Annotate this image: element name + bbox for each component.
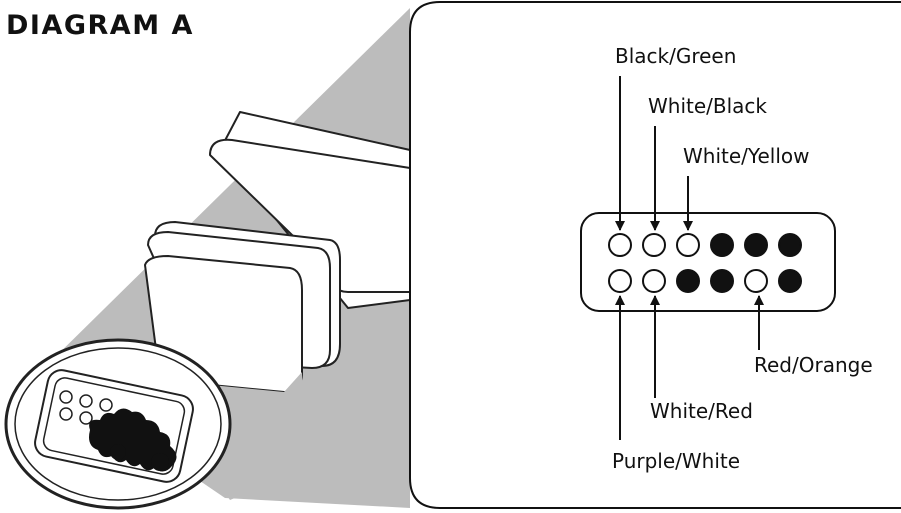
label-white-black: White/Black	[648, 94, 767, 118]
pin-filled	[778, 269, 802, 293]
pin-open	[608, 269, 632, 293]
pin-open	[744, 269, 768, 293]
pin-open	[608, 233, 632, 257]
connector-face-loupe	[4, 338, 232, 510]
pin-filled	[778, 233, 802, 257]
pin-open	[642, 269, 666, 293]
diagram-title: DIAGRAM A	[6, 10, 194, 41]
label-red-orange: Red/Orange	[754, 353, 873, 377]
label-white-red: White/Red	[650, 399, 753, 423]
label-black-green: Black/Green	[615, 44, 736, 68]
pin-filled	[710, 269, 734, 293]
pin-filled	[710, 233, 734, 257]
label-white-yellow: White/Yellow	[683, 144, 809, 168]
pin-filled	[744, 233, 768, 257]
connector-plug	[110, 111, 411, 500]
pin-open	[676, 233, 700, 257]
pin-filled	[676, 269, 700, 293]
label-purple-white: Purple/White	[612, 449, 740, 473]
pins-top-row	[608, 233, 802, 257]
pin-open	[642, 233, 666, 257]
pins-bottom-row	[608, 269, 802, 293]
